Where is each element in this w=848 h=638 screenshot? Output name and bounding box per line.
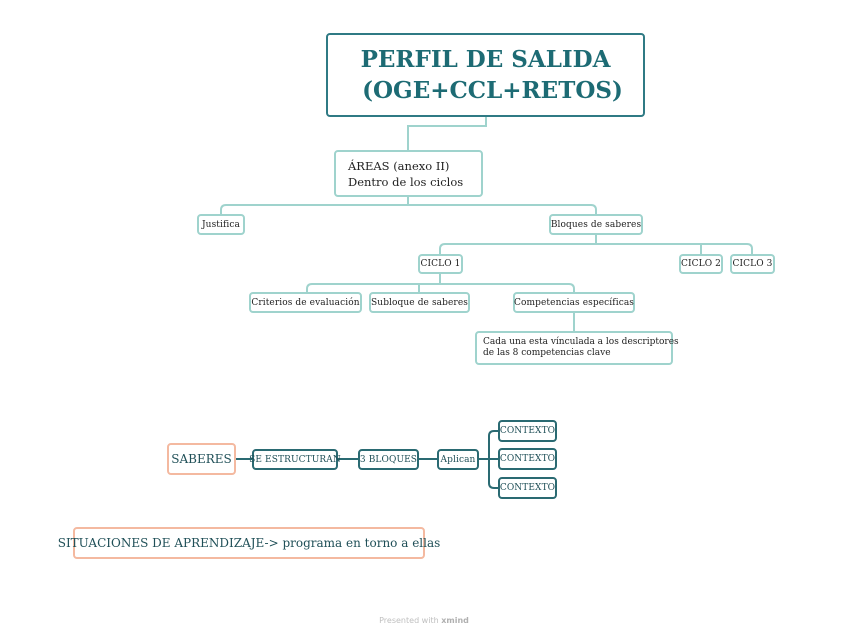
topic-contexto-3[interactable]: CONTEXTO (498, 477, 557, 499)
topic-3-bloques[interactable]: 3 BLOQUES (358, 449, 419, 470)
topic-competencias-note[interactable]: Cada una esta vínculada a los descriptor… (475, 331, 679, 365)
topic-contexto-2[interactable]: CONTEXTO (498, 448, 557, 470)
note-line1: Cada una esta vínculada a los descriptor… (483, 337, 679, 347)
ciclo-2-label: CICLO 2 (681, 259, 721, 269)
areas-line1: ÁREAS (anexo II) (348, 158, 450, 173)
contexto-3-label: CONTEXTO (499, 483, 556, 493)
topic-justifica[interactable]: Justifica (197, 214, 245, 235)
footer-prefix: Presented with (379, 616, 439, 625)
footer-brand: xmind (441, 616, 469, 625)
main-topic-line2: (OGE+CCL+RETOS) (362, 77, 623, 104)
ciclo-3-label: CICLO 3 (732, 259, 773, 269)
criterios-label: Criterios de evaluación (251, 297, 360, 308)
topic-criterios-de-evaluacion[interactable]: Criterios de evaluación (249, 292, 362, 313)
competencias-label: Competencias específicas (514, 297, 635, 308)
footer-credit: Presented with xmind (0, 616, 848, 625)
note-line2: de las 8 competencias clave (483, 348, 611, 358)
areas-line2: Dentro de los ciclos (348, 174, 464, 189)
bloques-label: Bloques de saberes (550, 219, 642, 230)
saberes-label: SABERES (171, 452, 232, 466)
contexto-2-label: CONTEXTO (499, 454, 556, 464)
topic-bloques-de-saberes[interactable]: Bloques de saberes (549, 214, 643, 235)
topic-ciclo-3[interactable]: CICLO 3 (730, 254, 775, 274)
subloque-label: Subloque de saberes (371, 297, 468, 308)
topic-situaciones-de-aprendizaje[interactable]: SITUACIONES DE APRENDIZAJE-> programa en… (58, 527, 440, 559)
aplican-label: Aplican (440, 454, 476, 465)
3-bloques-label: 3 BLOQUES (359, 454, 418, 465)
se-estructuran-label: SE ESTRUCTURAN (249, 454, 341, 465)
main-topic-perfil-de-salida[interactable]: PERFIL DE SALIDA (OGE+CCL+RETOS) (326, 33, 645, 117)
main-topic-line1: PERFIL DE SALIDA (360, 46, 611, 73)
topic-contexto-1[interactable]: CONTEXTO (498, 420, 557, 442)
topic-ciclo-2[interactable]: CICLO 2 (679, 254, 723, 274)
topic-se-estructuran[interactable]: SE ESTRUCTURAN (249, 449, 341, 470)
topic-aplican[interactable]: Aplican (437, 449, 479, 470)
ciclo-1-label: CICLO 1 (420, 259, 461, 269)
situaciones-label: SITUACIONES DE APRENDIZAJE-> programa en… (57, 536, 441, 550)
topic-competencias-especificas[interactable]: Competencias específicas (513, 292, 635, 313)
topic-areas[interactable]: ÁREAS (anexo II) Dentro de los ciclos (334, 150, 483, 197)
justifica-label: Justifica (201, 219, 241, 230)
topic-ciclo-1[interactable]: CICLO 1 (418, 254, 463, 274)
contexto-1-label: CONTEXTO (499, 426, 556, 436)
topic-saberes[interactable]: SABERES (167, 443, 236, 475)
topic-subloque-de-saberes[interactable]: Subloque de saberes (369, 292, 470, 313)
